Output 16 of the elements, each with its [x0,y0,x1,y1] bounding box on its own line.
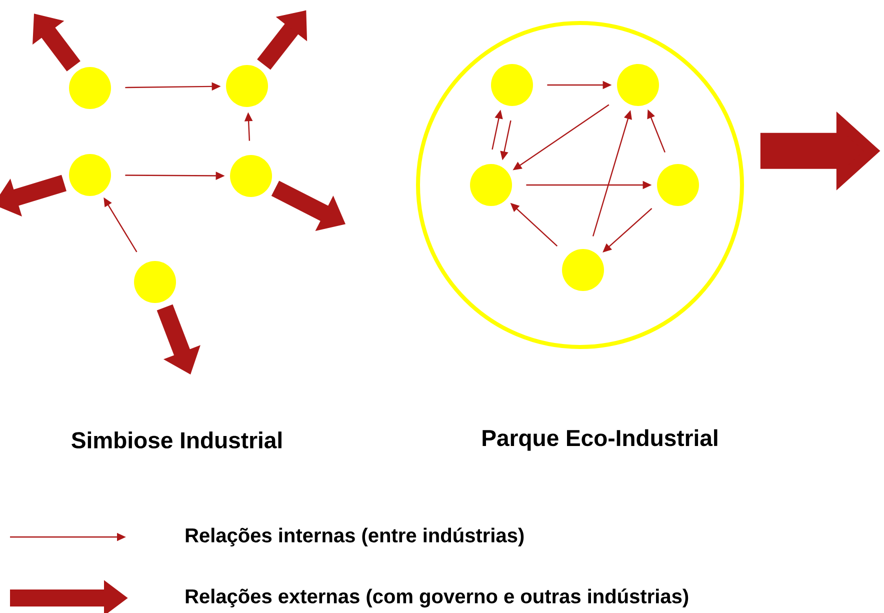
group-caption: Parque Eco-Industrial [482,429,718,451]
group-caption: Simbiose Industrial [72,432,282,448]
industry-circle [657,164,699,206]
industry-circle [562,249,604,291]
industry-circle [134,261,176,303]
block-arrow [0,174,66,216]
industry-circle [470,164,512,206]
industry-circle [226,65,268,107]
industry-circle [69,154,111,196]
legend-text: Relações externas (com governo e outras indústrias) [186,588,688,608]
ring-circle [416,21,744,349]
industry-circle [230,155,272,197]
industry-circle [617,64,659,106]
legend-text: Relações internas (entre indústrias) [186,528,524,546]
industry-circle [491,64,533,106]
industry-circle [69,67,111,109]
